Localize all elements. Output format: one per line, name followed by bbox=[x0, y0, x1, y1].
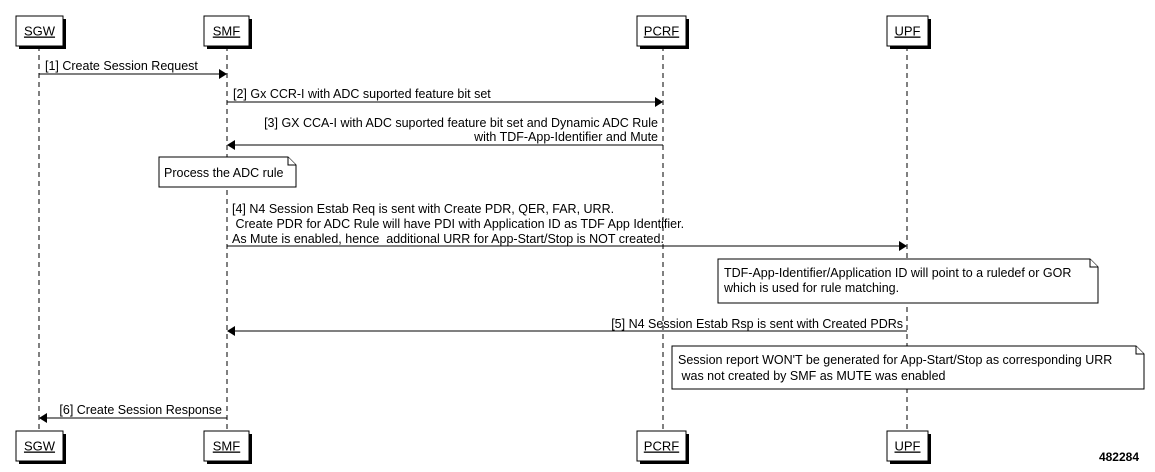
note-process-adc-text: Process the ADC rule bbox=[164, 166, 284, 180]
participant-upf-top: UPF bbox=[886, 15, 931, 49]
message-6-label: [6] Create Session Response bbox=[59, 403, 222, 417]
message-4-label-line3: As Mute is enabled, hence additional URR… bbox=[232, 232, 664, 246]
figure-id: 482284 bbox=[1099, 450, 1139, 464]
participant-pcrf-top: PCRF bbox=[636, 15, 689, 49]
arrowhead bbox=[655, 97, 663, 107]
participant-label: UPF bbox=[895, 24, 921, 39]
participant-sgw-top: SGW bbox=[15, 15, 66, 49]
note-process-adc: Process the ADC rule bbox=[158, 156, 297, 188]
message-1: [1] Create Session Request bbox=[39, 59, 227, 79]
participant-label: PCRF bbox=[644, 24, 679, 39]
message-6: [6] Create Session Response bbox=[39, 403, 227, 423]
message-2: [2] Gx CCR-I with ADC suported feature b… bbox=[227, 87, 663, 107]
participant-label: SGW bbox=[24, 439, 56, 454]
participant-upf-bottom: UPF bbox=[886, 430, 931, 464]
note-tdf-line1: TDF-App-Identifier/Application ID will p… bbox=[724, 266, 1071, 280]
arrowhead bbox=[39, 413, 47, 423]
participant-label: SMF bbox=[213, 439, 241, 454]
message-4: [4] N4 Session Estab Req is sent with Cr… bbox=[227, 202, 907, 251]
message-5-label: [5] N4 Session Estab Rsp is sent with Cr… bbox=[611, 317, 903, 331]
note-tdf-line2: which is used for rule matching. bbox=[723, 281, 899, 295]
participant-smf-bottom: SMF bbox=[203, 430, 252, 464]
message-3-label-line1: [3] GX CCA-I with ADC suported feature b… bbox=[264, 116, 658, 130]
note-report-line1: Session report WON'T be generated for Ap… bbox=[678, 353, 1112, 367]
arrowhead bbox=[227, 140, 235, 150]
message-3: [3] GX CCA-I with ADC suported feature b… bbox=[227, 116, 663, 150]
message-1-label: [1] Create Session Request bbox=[45, 59, 198, 73]
note-session-report: Session report WON'T be generated for Ap… bbox=[671, 345, 1145, 390]
participant-smf-top: SMF bbox=[203, 15, 252, 49]
arrowhead bbox=[227, 326, 235, 336]
arrowhead bbox=[899, 241, 907, 251]
message-2-label: [2] Gx CCR-I with ADC suported feature b… bbox=[233, 87, 491, 101]
participant-pcrf-bottom: PCRF bbox=[636, 430, 689, 464]
participant-sgw-bottom: SGW bbox=[15, 430, 66, 464]
note-tdf-app-identifier: TDF-App-Identifier/Application ID will p… bbox=[717, 258, 1099, 304]
message-5: [5] N4 Session Estab Rsp is sent with Cr… bbox=[227, 317, 907, 336]
note-report-line2: was not created by SMF as MUTE was enabl… bbox=[678, 369, 946, 383]
message-4-label-line2: Create PDR for ADC Rule will have PDI wi… bbox=[232, 217, 684, 231]
message-4-label-line1: [4] N4 Session Estab Req is sent with Cr… bbox=[232, 202, 614, 216]
participant-label: SMF bbox=[213, 24, 241, 39]
arrowhead bbox=[219, 69, 227, 79]
message-3-label-line2: with TDF-App-Identifier and Mute bbox=[473, 130, 658, 144]
participant-label: SGW bbox=[24, 24, 56, 39]
participant-label: PCRF bbox=[644, 439, 679, 454]
participant-label: UPF bbox=[895, 439, 921, 454]
